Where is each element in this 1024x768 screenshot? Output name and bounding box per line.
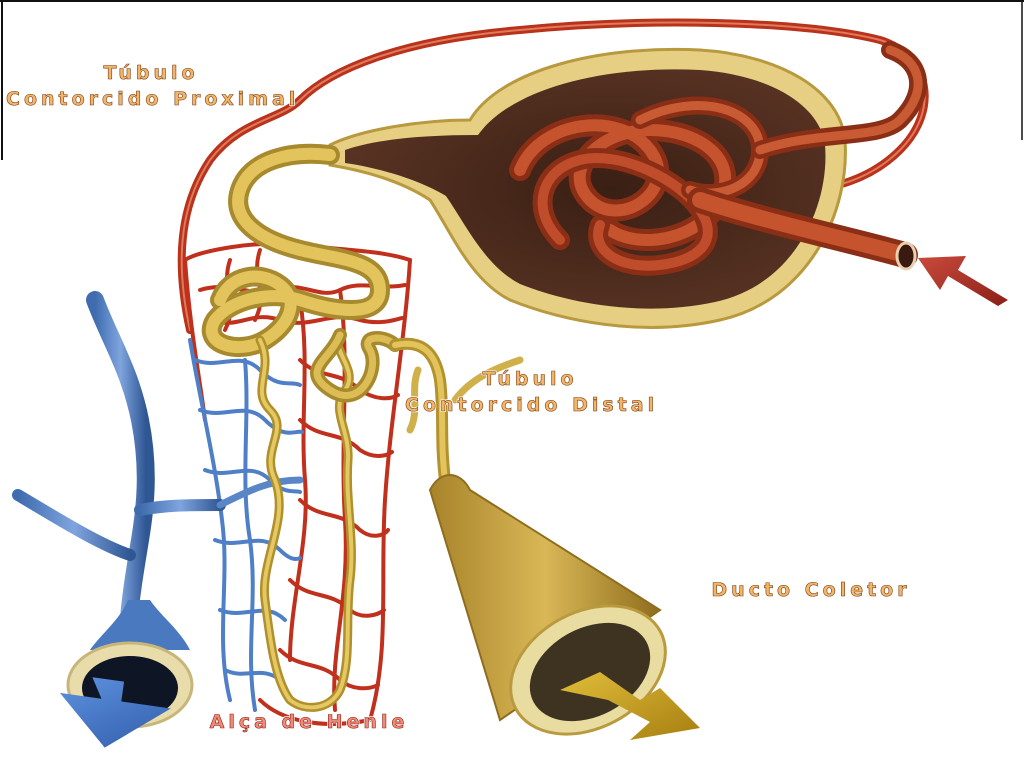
- arrow-red-icon: [918, 256, 1008, 306]
- glomerulus: [509, 41, 927, 276]
- frame-lines: [0, 0, 1024, 160]
- arteriole-vessels: [177, 18, 929, 334]
- label-loop-of-henle: Alça de Henle: [206, 709, 412, 735]
- loop-of-henle: [255, 328, 402, 712]
- arrow-gold-icon: [560, 672, 700, 740]
- label-distal-line2: Contorcido Distal: [405, 394, 659, 417]
- renal-vein: [12, 291, 304, 729]
- distal-tubule: [389, 337, 524, 486]
- label-distal-tubule: Túbulo Contorcido Distal: [405, 366, 655, 418]
- label-loop-of-henle-text: Alça de Henle: [209, 711, 409, 734]
- label-proximal-line1: Túbulo: [103, 62, 199, 85]
- arrow-blue-icon: [59, 677, 171, 748]
- label-collecting-duct: Ducto Coletor: [706, 577, 916, 603]
- label-proximal-tubule: Túbulo Contorcido Proximal: [6, 60, 296, 112]
- proximal-tubule: [202, 143, 391, 358]
- label-proximal-line2: Contorcido Proximal: [6, 88, 300, 111]
- label-collecting-duct-text: Ducto Coletor: [711, 579, 911, 602]
- label-distal-line1: Túbulo: [482, 368, 578, 391]
- capillary-network-blue: [188, 338, 304, 712]
